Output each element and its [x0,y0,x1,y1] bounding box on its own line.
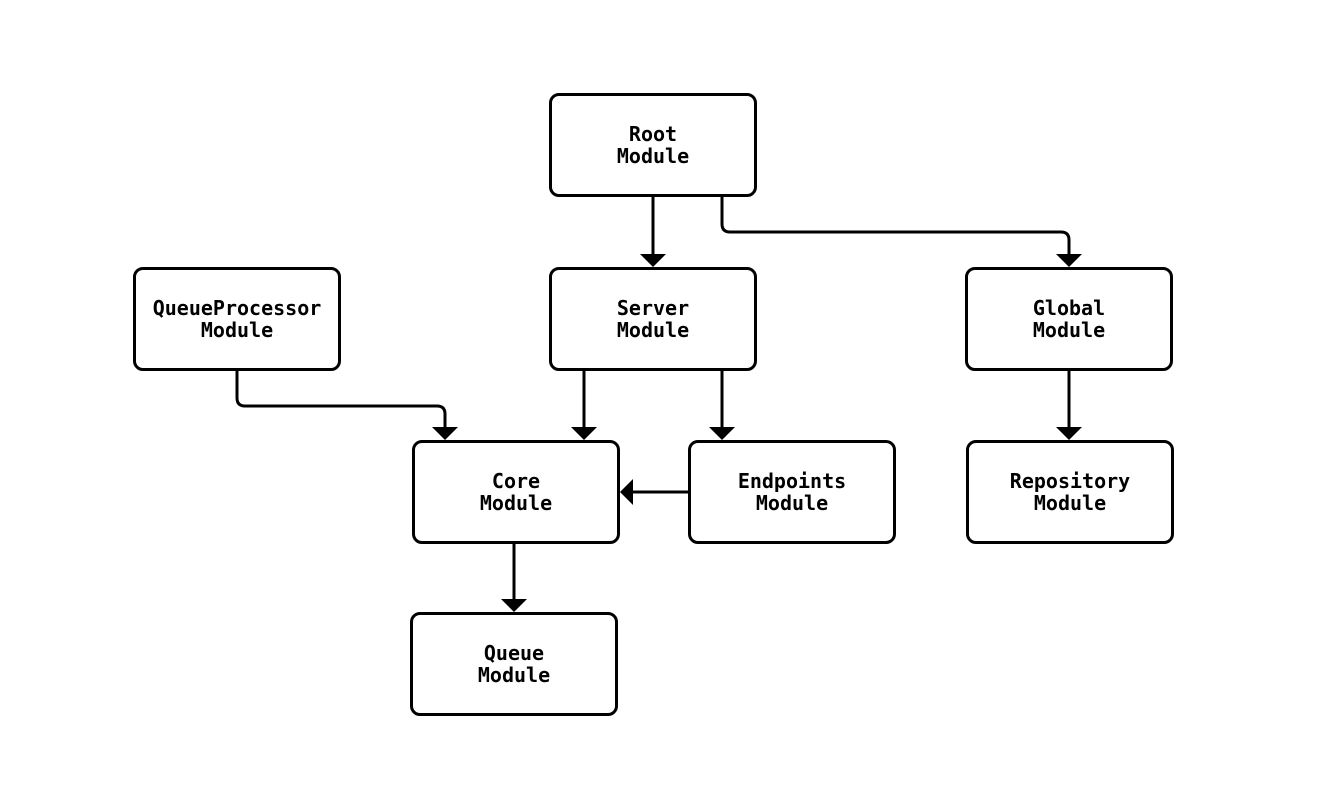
node-queue-module: Queue Module [410,612,618,716]
node-label: Queue Module [477,641,551,687]
edge-queueprocessor-module-to-core-module [235,371,458,440]
node-label: Endpoints Module [737,469,847,515]
node-global-module: Global Module [965,267,1173,371]
node-core-module: Core Module [412,440,620,544]
edge-global-module-to-repository-module [1056,371,1082,440]
node-repository-module: Repository Module [966,440,1174,544]
edge-server-module-to-core-module [571,371,597,440]
node-label: Global Module [1032,296,1106,342]
edge-endpoints-module-to-core-module [620,479,688,505]
node-label: Repository Module [1009,469,1131,515]
node-label: QueueProcessor Module [152,296,322,342]
edge-core-module-to-queue-module [501,544,527,612]
edge-server-module-to-endpoints-module [709,371,735,440]
node-root-module: Root Module [549,93,757,197]
node-label: Root Module [616,122,690,168]
node-label: Server Module [616,296,690,342]
edge-root-module-to-server-module [640,197,666,267]
node-server-module: Server Module [549,267,757,371]
node-queueprocessor-module: QueueProcessor Module [133,267,341,371]
node-label: Core Module [479,469,553,515]
edge-root-module-to-global-module [720,197,1082,267]
node-endpoints-module: Endpoints Module [688,440,896,544]
